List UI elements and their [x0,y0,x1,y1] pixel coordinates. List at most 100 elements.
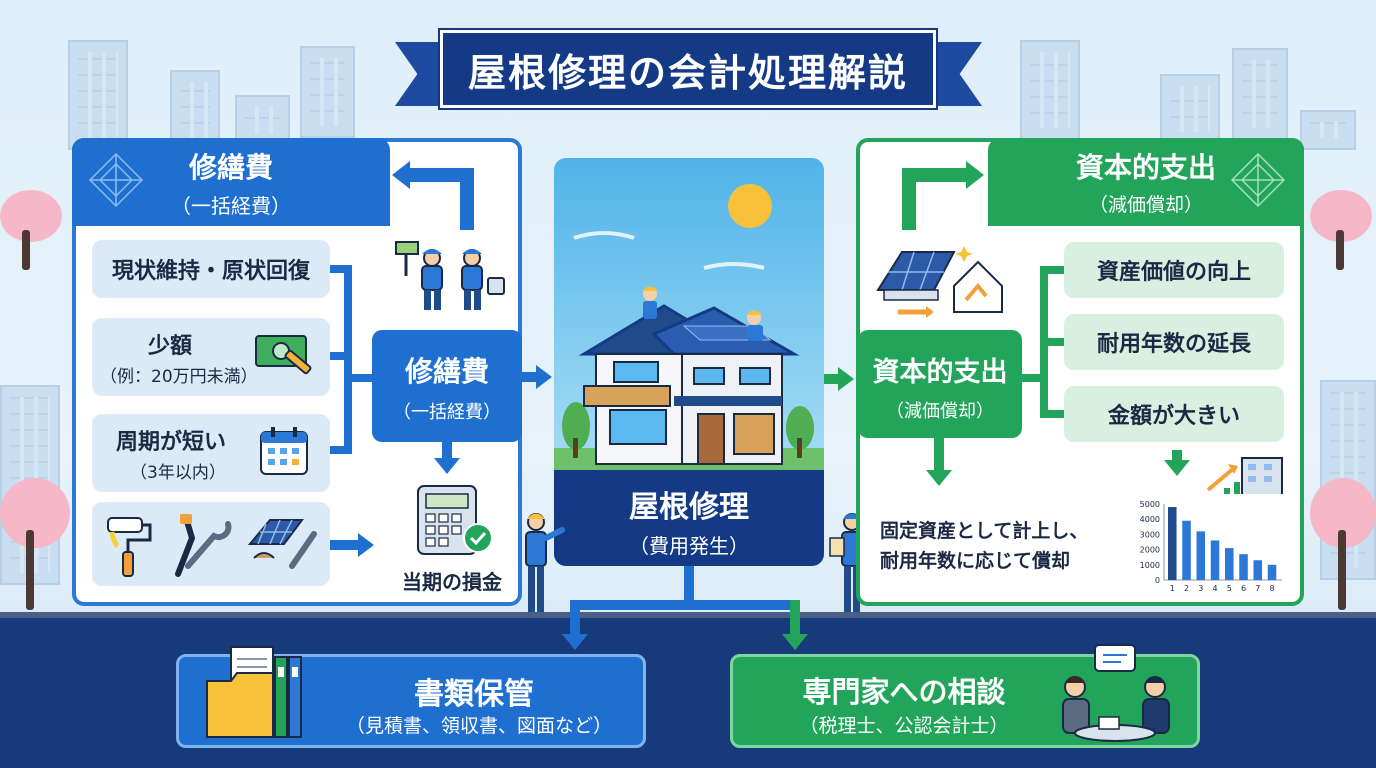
flow-line [1020,374,1044,382]
chart-x-tick-label: 3 [1198,584,1203,593]
chart-x-tick-label: 6 [1241,584,1246,593]
repair-expense-subtitle: （一括経費） [171,194,291,218]
solar-panel-icon [244,514,320,580]
roof-repair-title: 屋根修理 [629,490,749,525]
chart-y-tick-label: 3000 [1140,530,1160,539]
flow-line [330,540,360,550]
condition-label: 周期が短い [116,430,227,455]
arrow-right-icon [358,533,374,557]
chart-y-tick-label: 5000 [1140,500,1160,509]
condition-asset-value-up: 資産価値の向上 [1064,242,1284,298]
flow-line [1044,338,1064,346]
chart-bar [1196,531,1206,580]
chart-x-tick-label: 1 [1170,584,1175,593]
capital-expenditure-subtitle: （減価償却） [1088,194,1203,216]
capital-expenditure-box-subtitle: （減価償却） [886,401,994,422]
diamond-ornament-icon [86,150,146,210]
folder-binders-icon [201,643,315,747]
chart-x-tick-label: 5 [1227,584,1232,593]
expert-consultation-subtitle: （税理士、公認会計士） [799,715,1009,737]
page-title: 屋根修理の会計処理解説 [438,28,938,110]
flow-line [410,168,474,182]
flow-line [330,446,350,454]
flow-line [1044,266,1064,274]
worker-pointing-icon [516,508,566,622]
current-period-loss-label: 当期の損金 [402,570,502,594]
condition-label: 資産価値の向上 [1096,260,1251,285]
capital-expenditure-box-title: 資本的支出 [872,357,1008,388]
expert-consultation-box: 専門家への相談 （税理士、公認会計士） [730,644,1200,748]
flow-line [330,352,350,360]
condition-sublabel: （例：20万円未満） [100,367,258,387]
flow-line [330,265,350,273]
condition-maintain: 現状維持・原状回復 [92,240,330,298]
arrow-left-icon [392,161,410,189]
flow-line [344,265,352,454]
repair-expense-box-subtitle: （一括経費） [393,402,501,423]
chart-bar [1168,507,1177,580]
chart-x-tick-label: 2 [1184,584,1189,593]
roof-repair-label: 屋根修理 （費用発生） [554,470,824,566]
chart-bar [1182,520,1191,580]
condition-life-extension: 耐用年数の延長 [1064,314,1284,370]
chart-y-tick-label: 2000 [1140,546,1160,555]
chart-x-tick-label: 8 [1269,584,1274,593]
arrow-down-icon [926,470,952,486]
arrow-right-icon [838,367,854,391]
arrow-right-icon [966,161,984,189]
condition-large-amount: 金額が大きい [1064,386,1284,442]
chart-y-tick-label: 4000 [1140,515,1160,524]
arrow-down-icon [434,458,460,474]
arrow-down-icon [562,634,588,650]
condition-sublabel: （3年以内） [130,463,226,483]
repair-expense-header: 修繕費 （一括経費） [72,138,390,226]
flow-line [1044,410,1064,418]
arrow-right-icon [536,365,552,389]
depreciation-note-line1: 固定資産として計上し、 [880,520,1089,542]
flow-line [824,374,840,384]
condition-label: 耐用年数の延長 [1096,332,1251,357]
document-storage-title: 書類保管 [414,677,534,712]
condition-label: 少額 [148,334,193,359]
flow-line [684,566,694,604]
chart-x-tick-label: 4 [1212,584,1217,593]
flow-line [570,600,580,636]
flow-line [344,374,372,382]
condition-short-cycle: 周期が短い （3年以内） [92,414,330,492]
flow-line [1172,450,1182,462]
arrow-down-icon [782,634,808,650]
chart-y-tick-label: 0 [1155,576,1160,585]
capital-expenditure-header: 資本的支出 （減価償却） [988,138,1304,226]
calculator-icon [414,482,498,564]
condition-small-amount: 少額 （例：20万円未満） [92,318,330,396]
flow-line [570,600,800,610]
paint-roller-icon [102,512,158,582]
calendar-icon [258,424,310,482]
chart-bar [1225,548,1234,580]
document-storage-box: 書類保管 （見積書、領収書、図面など） [176,646,646,748]
flow-line [934,438,944,472]
capital-expenditure-box: 資本的支出 （減価償却） [858,330,1022,438]
condition-label: 現状維持・原状回復 [111,259,310,284]
flow-line [442,442,452,460]
consultation-people-icon [1051,643,1193,747]
depreciation-note-line2: 耐用年数に応じて償却 [880,550,1071,572]
chart-x-tick-label: 7 [1255,584,1260,593]
solar-roof-upgrade-icon [874,238,1010,328]
condition-label: 金額が大きい [1107,404,1240,429]
repair-expense-box-title: 修繕費 [404,355,489,388]
workers-painting-icon [392,236,512,316]
arrow-down-icon [1164,460,1190,476]
roof-repair-subtitle: （費用発生） [629,534,749,558]
diamond-ornament-icon [1228,150,1288,210]
capital-expenditure-title: 資本的支出 [1075,151,1216,184]
flow-line [902,168,916,230]
chart-bar [1253,560,1263,580]
flow-line [1040,266,1048,418]
chart-bar [1267,564,1277,580]
chart-bar [1210,540,1220,580]
wrench-icon [172,512,234,582]
chart-y-tick-label: 1000 [1140,561,1160,570]
flow-line [522,372,538,382]
